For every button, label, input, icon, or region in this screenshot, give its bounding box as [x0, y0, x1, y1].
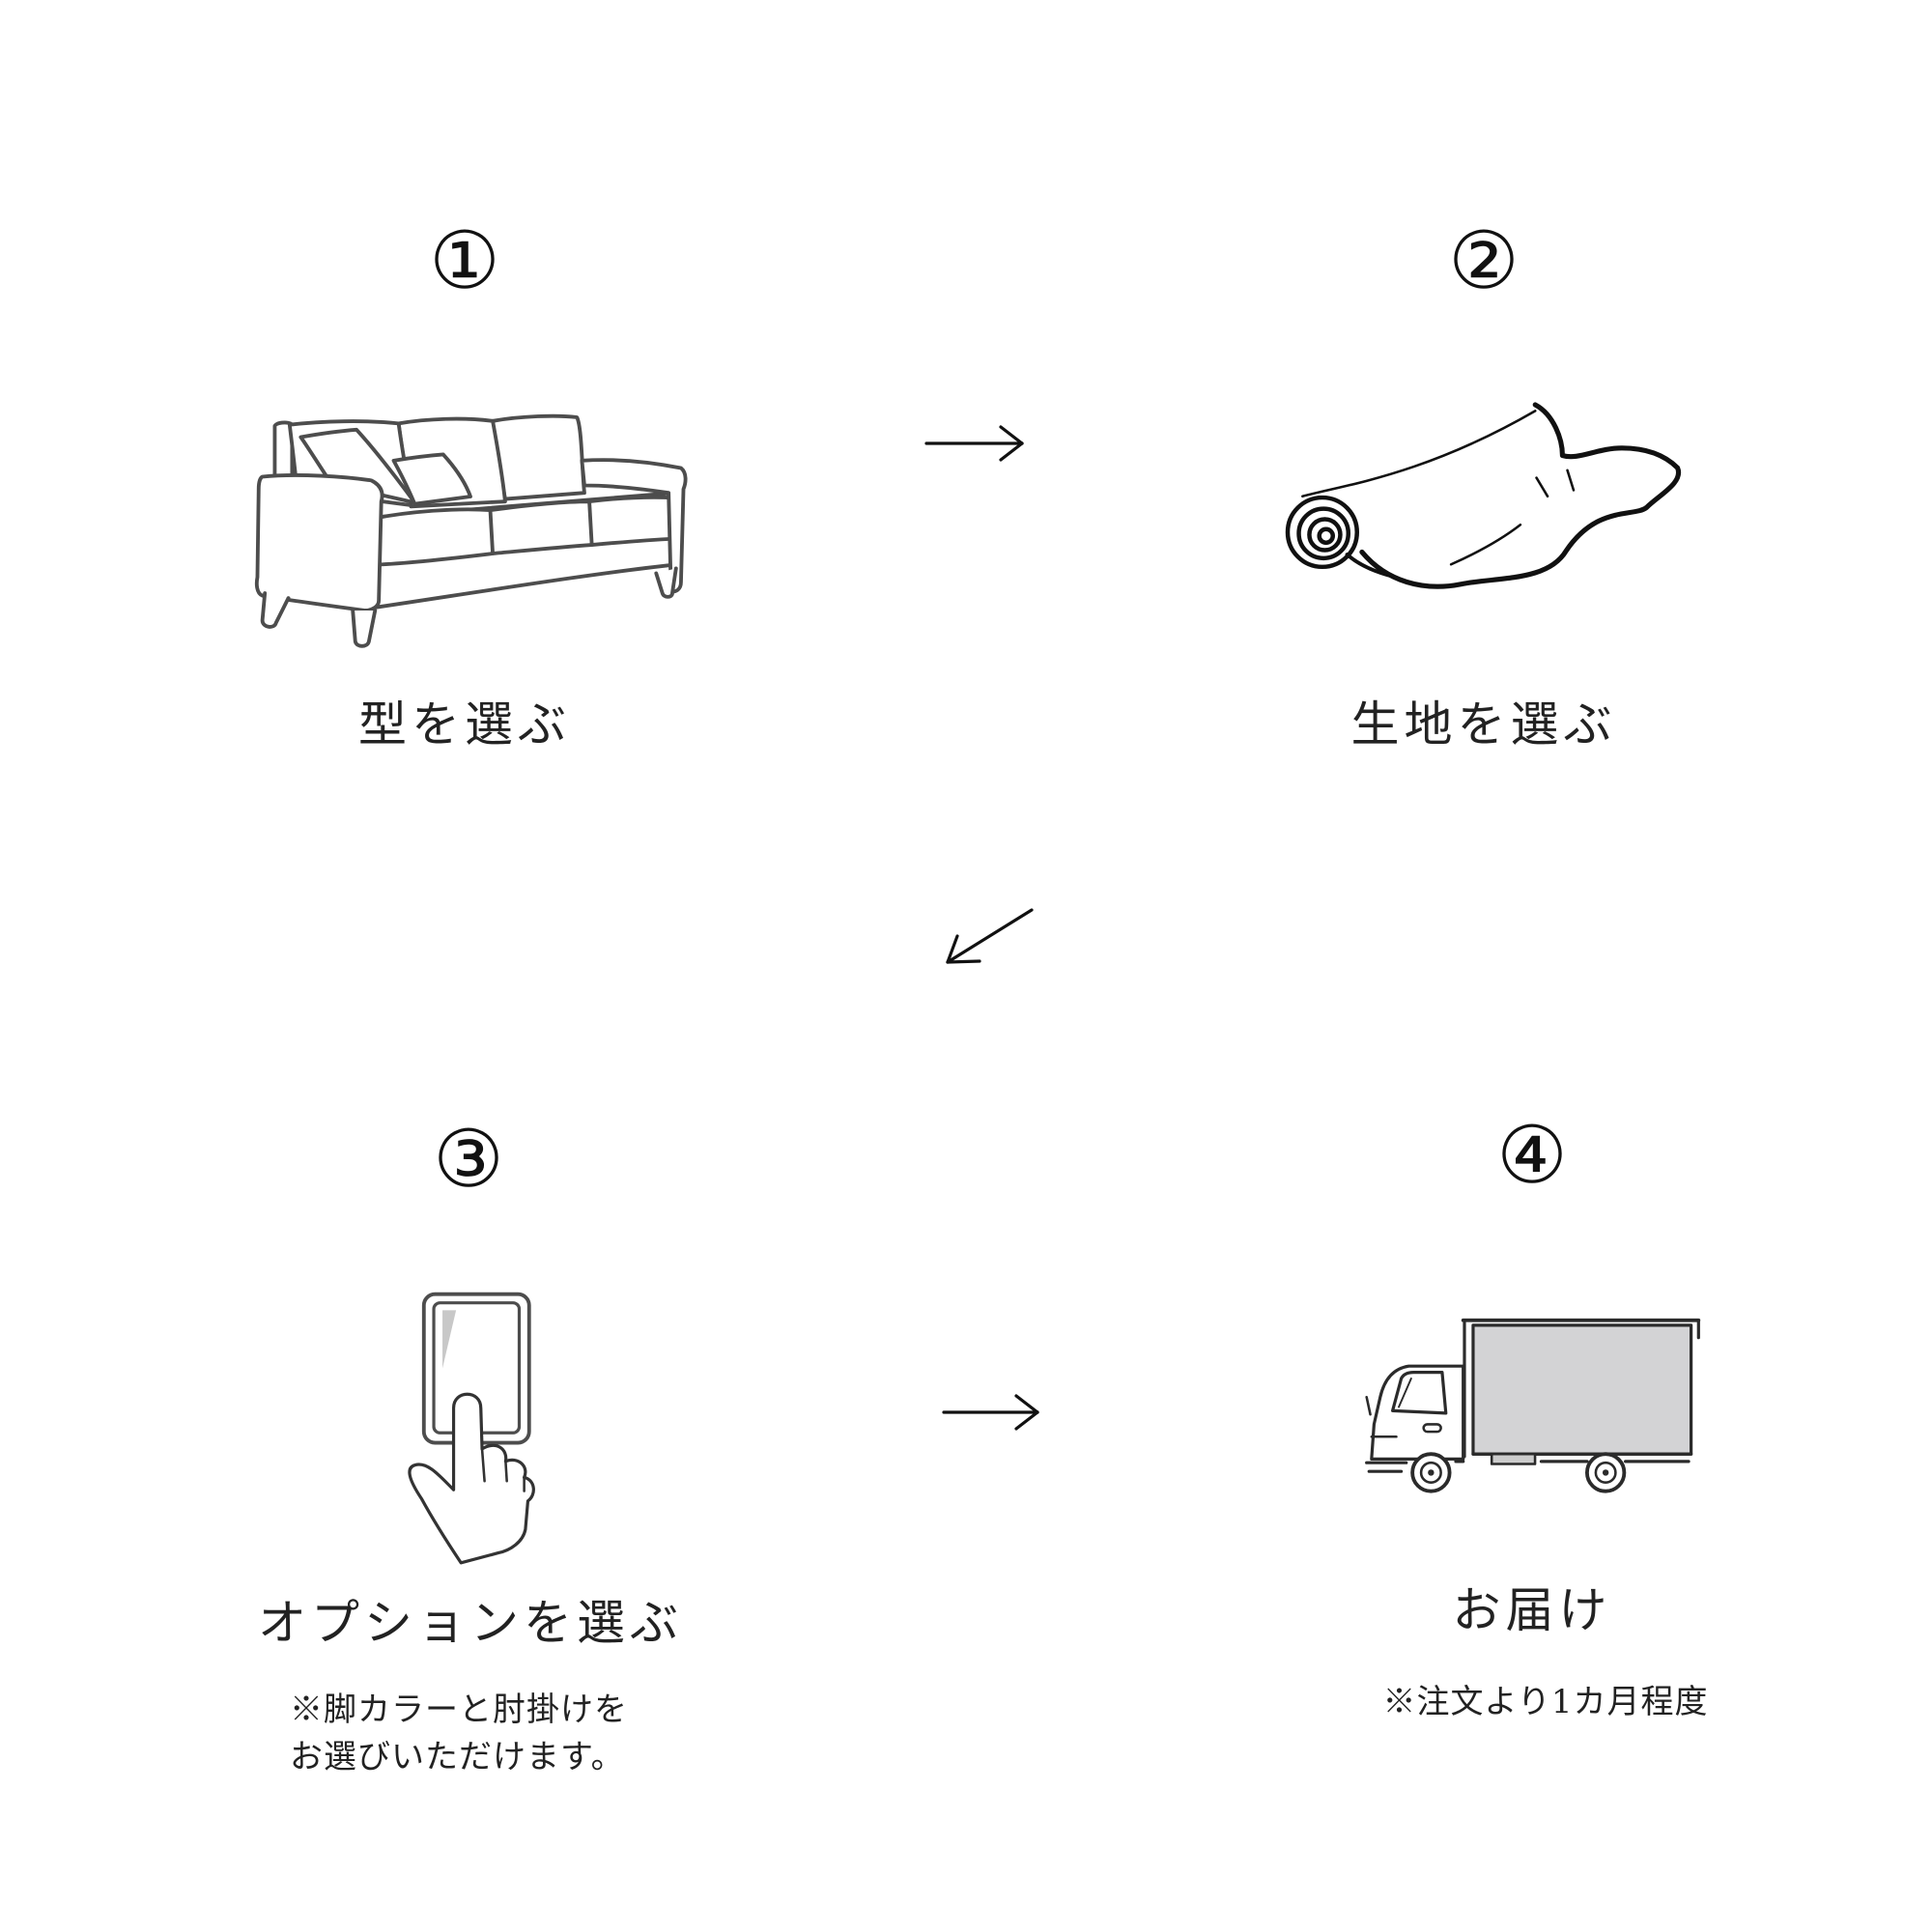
truck-door-handle — [1422, 1423, 1442, 1434]
sofa-pillow — [391, 452, 472, 506]
sofa-leg — [654, 566, 678, 599]
sofa-seat-cushion — [587, 495, 677, 547]
sofa-back-cushion — [491, 413, 586, 501]
sofa-left-arm — [254, 473, 384, 612]
truck-window — [1391, 1370, 1448, 1415]
arrow-right-icon — [942, 1394, 1039, 1431]
step-4-number: ④ — [1496, 1110, 1568, 1202]
truck-front-wheel — [1410, 1452, 1452, 1493]
arrow-right-icon — [924, 425, 1024, 462]
tablet-glare — [442, 1310, 457, 1369]
step-1-number: ① — [429, 215, 500, 307]
step-4-note: ※注文より1カ月程度 — [1382, 1683, 1709, 1721]
step-4-label: お届け — [1452, 1582, 1612, 1638]
step-2-label: 生地を選ぶ — [1350, 696, 1617, 753]
tapping-hand — [408, 1392, 535, 1565]
fabric-roll-icon — [1285, 402, 1682, 589]
sofa-leg — [260, 591, 291, 629]
step-1-label: 型を選ぶ — [358, 696, 571, 753]
step-2-number: ② — [1448, 215, 1520, 307]
fabric-roll-spiral — [1285, 495, 1359, 570]
sofa-leg — [351, 609, 378, 648]
delivery-truck-icon — [1365, 1318, 1701, 1493]
step-3-note-line-2: お選びいただけます。 — [290, 1738, 625, 1776]
arrow-down-left-icon — [946, 908, 1034, 964]
sofa-back-post — [272, 420, 295, 484]
step-3-label: オプションを選ぶ — [258, 1595, 683, 1651]
step-3-note-line-1: ※脚カラーと肘掛けを — [290, 1690, 628, 1729]
sofa-icon — [254, 413, 688, 648]
truck-rear-wheel — [1584, 1452, 1627, 1493]
sofa-seat-cushion — [488, 499, 595, 555]
step-3-number: ③ — [433, 1114, 504, 1206]
sofa-seat-cushion — [369, 507, 496, 567]
tablet-tap-icon — [408, 1292, 535, 1565]
truck-cargo-box — [1471, 1323, 1693, 1456]
